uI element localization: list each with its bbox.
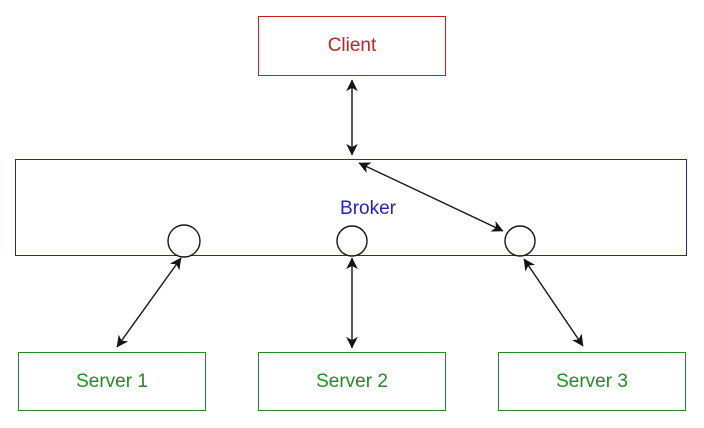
edge-port3-server3 — [523, 258, 584, 347]
server3-label: Server 3 — [556, 370, 628, 392]
server1-label: Server 1 — [76, 370, 148, 392]
server1-node: Server 1 — [18, 352, 206, 411]
edge-port1-server1 — [116, 257, 182, 348]
client-node: Client — [258, 16, 446, 76]
server2-label: Server 2 — [316, 370, 388, 392]
server2-node: Server 2 — [258, 352, 446, 411]
client-label: Client — [327, 35, 377, 56]
broker-node: Broker — [15, 159, 687, 256]
broker-label: Broker — [340, 198, 396, 219]
server3-node: Server 3 — [498, 352, 686, 411]
